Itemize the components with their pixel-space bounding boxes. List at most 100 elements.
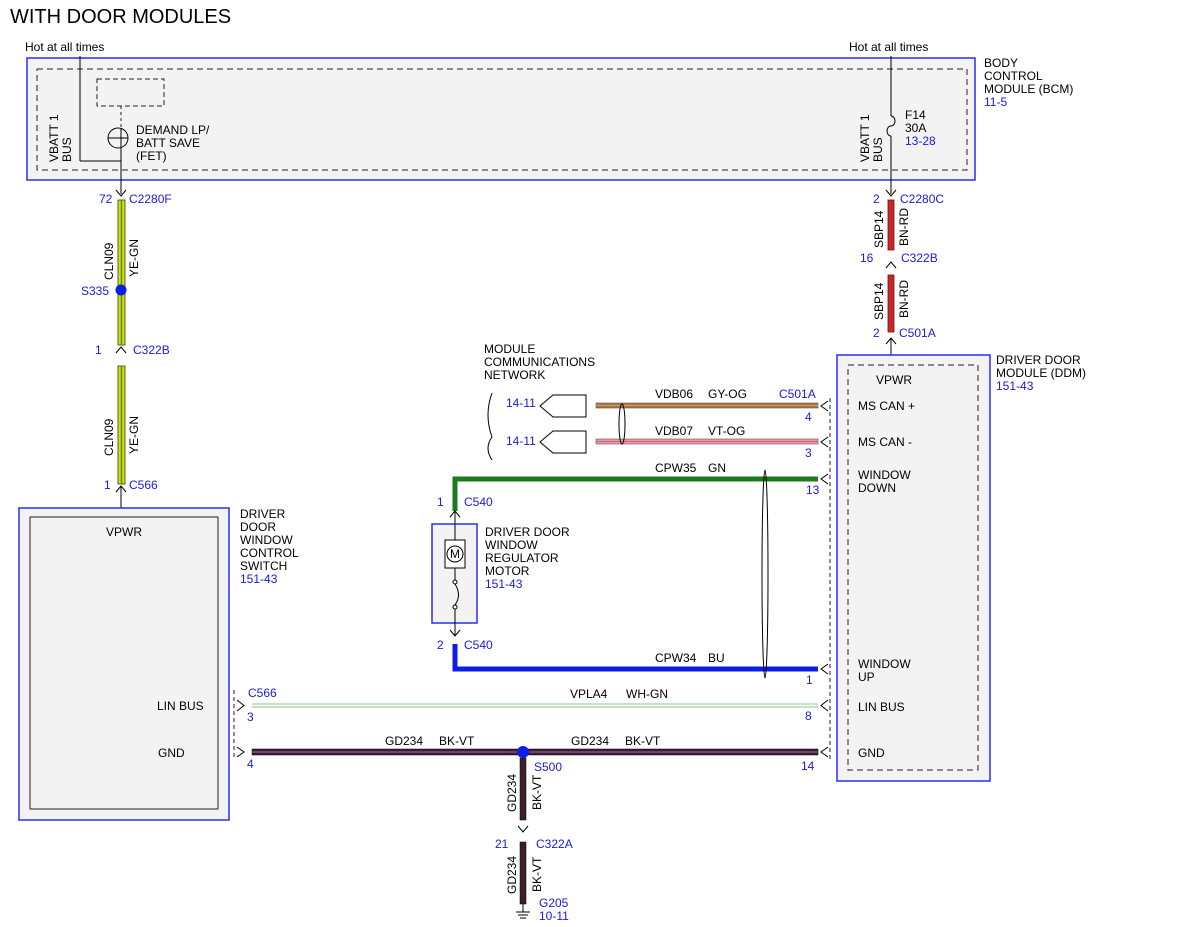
ddm-name-line-1: DRIVER DOOR	[996, 353, 1081, 367]
switch-name-line-1: DRIVER	[240, 507, 286, 521]
sbp14-color-label-1: BN-RD	[897, 208, 911, 246]
c322b-right-label[interactable]: C322B	[901, 251, 938, 265]
c322b-right-connector-icon	[885, 261, 897, 269]
gd234-vertical-wire-lower[interactable]	[519, 841, 527, 905]
fet-label-line-2: BATT SAVE	[136, 136, 200, 150]
motor-ref[interactable]: 151-43	[485, 577, 523, 591]
sbp14-wire-lower[interactable]	[887, 274, 895, 333]
gd234-circuit-label-right: GD234	[571, 734, 609, 748]
window-control-switch[interactable]	[18, 507, 230, 821]
window-down-ddm-pin: 13	[806, 483, 820, 497]
fuse-ref[interactable]: 13-28	[905, 134, 936, 148]
c2280c-connector-icon	[885, 189, 897, 197]
ddm-pin-window-up-2: UP	[858, 670, 875, 684]
ddm-module[interactable]	[836, 354, 991, 782]
lin-switch-connector-icon	[236, 699, 245, 712]
g205-ref[interactable]: 10-11	[539, 909, 569, 923]
ddm-pin-window-down-1: WINDOW	[858, 468, 911, 482]
ddm-vpwr: VPWR	[876, 373, 912, 387]
vpla4-color-label: WH-GN	[626, 687, 668, 701]
g205-label[interactable]: G205	[539, 896, 569, 910]
motor-name-line-2: WINDOW	[485, 538, 538, 552]
motor-name-line-3: REGULATOR	[485, 551, 559, 565]
fet-control-block	[96, 78, 165, 107]
ddm-pin-lin-bus: LIN BUS	[858, 700, 905, 714]
network-label-line-1: MODULE	[484, 342, 535, 356]
s500-splice[interactable]	[517, 746, 529, 758]
bcm-ref[interactable]: 11-5	[984, 95, 1007, 109]
lin-c566-label[interactable]: C566	[248, 686, 277, 700]
bcm-module[interactable]	[26, 57, 976, 181]
hot-at-all-times-left: Hot at all times	[25, 40, 104, 54]
can-plus-connector-icon	[820, 400, 829, 412]
s335-splice[interactable]	[115, 284, 127, 296]
window-down-motor-pin: 1	[437, 495, 444, 509]
cpw34-color-label: BU	[708, 651, 725, 665]
bcm-name-line-2: CONTROL	[984, 69, 1043, 83]
switch-ref[interactable]: 151-43	[240, 572, 278, 586]
c501a-can-label[interactable]: C501A	[779, 387, 816, 401]
c2280c-pin: 2	[873, 192, 880, 206]
window-up-connector-icon	[820, 663, 829, 675]
c501a-top-pin: 2	[873, 326, 880, 340]
switch-name-line-5: SWITCH	[240, 559, 287, 573]
can-minus-pin: 3	[805, 446, 812, 460]
c322b-left-connector-icon	[115, 346, 127, 354]
c322a-label[interactable]: C322A	[536, 837, 573, 851]
motor-name-line-4: MOTOR	[485, 564, 530, 578]
vdb06-color-label: GY-OG	[708, 387, 747, 401]
sbp14-circuit-label-1: SBP14	[872, 210, 886, 248]
network-can-plus-connector-icon[interactable]	[539, 394, 587, 418]
cln09-circuit-label-2: CLN09	[102, 418, 116, 456]
c540-bottom-label[interactable]: C540	[464, 638, 493, 652]
hot-at-all-times-right: Hot at all times	[849, 40, 928, 54]
ddm-pin-ms-can-plus: MS CAN +	[858, 399, 915, 413]
network-ref-2[interactable]: 14-11	[506, 434, 536, 448]
sbp14-wire-upper[interactable]	[887, 199, 895, 251]
window-down-connector-icon	[820, 473, 829, 485]
cln09-color-label-2: YE-GN	[127, 416, 141, 454]
network-can-minus-connector-icon[interactable]	[539, 430, 587, 454]
ddm-ref[interactable]: 151-43	[996, 379, 1034, 393]
motor-switch-icon	[454, 583, 459, 606]
network-ref-1[interactable]: 14-11	[506, 396, 536, 410]
network-label-line-3: NETWORK	[484, 368, 545, 382]
c501a-top-label[interactable]: C501A	[899, 326, 936, 340]
window-up-ddm-pin: 1	[806, 673, 813, 687]
switch-vpwr: VPWR	[106, 525, 142, 539]
c322b-left-pin: 1	[95, 343, 102, 357]
switch-gnd: GND	[158, 746, 185, 760]
cpw34-wire[interactable]	[452, 644, 818, 672]
can-twisted-pair-icon	[618, 403, 626, 445]
switch-name-line-4: CONTROL	[240, 546, 299, 560]
c566-label[interactable]: C566	[129, 478, 158, 492]
network-brace-icon	[487, 392, 493, 461]
s335-label: S335	[81, 284, 109, 298]
gd234-vertical-wire-upper[interactable]	[519, 757, 527, 821]
c322a-pin: 21	[495, 837, 509, 851]
bcm-name-line-1: BODY	[984, 56, 1018, 70]
lin-switch-pin: 3	[247, 710, 254, 724]
bcm-vbatt-left-line-1: VBATT 1	[47, 114, 61, 162]
c2280c-label[interactable]: C2280C	[900, 192, 944, 206]
c540-top-label[interactable]: C540	[464, 495, 493, 509]
motor-symbol: M	[450, 547, 460, 561]
c2280f-label[interactable]: C2280F	[129, 192, 172, 206]
gnd-switch-pin: 4	[247, 757, 254, 771]
fuse-amperage: 30A	[905, 121, 926, 135]
vdb07-color-label: VT-OG	[708, 424, 745, 438]
motor-circle-icon	[446, 545, 464, 563]
switch-name-line-3: WINDOW	[240, 533, 293, 547]
ddm-pin-window-up-1: WINDOW	[858, 657, 911, 671]
cpw35-wire[interactable]	[452, 476, 818, 511]
cpw34-circuit-label: CPW34	[655, 651, 697, 665]
gd234-circuit-label-vert-2: GD234	[505, 856, 519, 894]
fet-label-line-3: (FET)	[136, 149, 167, 163]
sbp14-circuit-label-2: SBP14	[872, 282, 886, 320]
window-up-motor-pin: 2	[437, 638, 444, 652]
vdb06-circuit-label: VDB06	[655, 387, 693, 401]
c322a-connector-icon	[517, 825, 529, 833]
c540-bottom-connector-icon	[449, 629, 461, 637]
can-minus-connector-icon	[820, 436, 829, 448]
c322b-left-label[interactable]: C322B	[133, 343, 170, 357]
